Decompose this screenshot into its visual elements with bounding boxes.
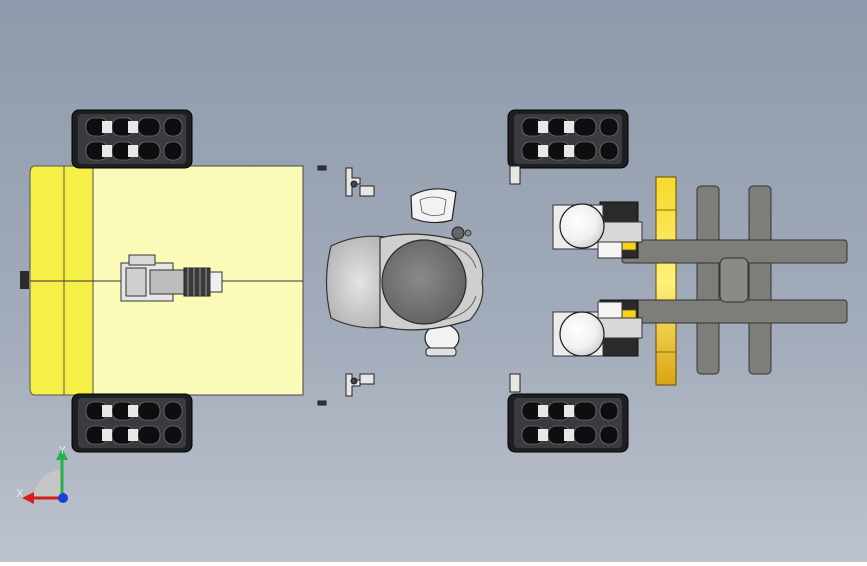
- seat[interactable]: [325, 235, 393, 329]
- rear-track-left[interactable]: [507, 109, 629, 169]
- z-axis-point: [58, 493, 68, 503]
- operator-head: [381, 239, 467, 325]
- x-axis-label: X: [16, 487, 24, 500]
- bracket-small-parts: [317, 165, 521, 406]
- caster-wheel-left[interactable]: [552, 201, 643, 259]
- coordinate-triad[interactable]: Y X: [16, 444, 68, 504]
- rear-track-right[interactable]: [507, 393, 629, 453]
- fork-frame[interactable]: [621, 176, 848, 386]
- cargo-platform[interactable]: [20, 165, 304, 396]
- operator-body[interactable]: [379, 226, 484, 331]
- front-track-left[interactable]: [71, 109, 193, 169]
- platform-hitch: [20, 271, 29, 289]
- front-track-right[interactable]: [71, 393, 193, 453]
- motor-unit[interactable]: [120, 254, 223, 302]
- caster-wheel-right[interactable]: [552, 299, 643, 357]
- pedal-left[interactable]: [410, 188, 457, 224]
- triad-plane: [34, 470, 62, 498]
- y-axis-label: Y: [58, 444, 66, 457]
